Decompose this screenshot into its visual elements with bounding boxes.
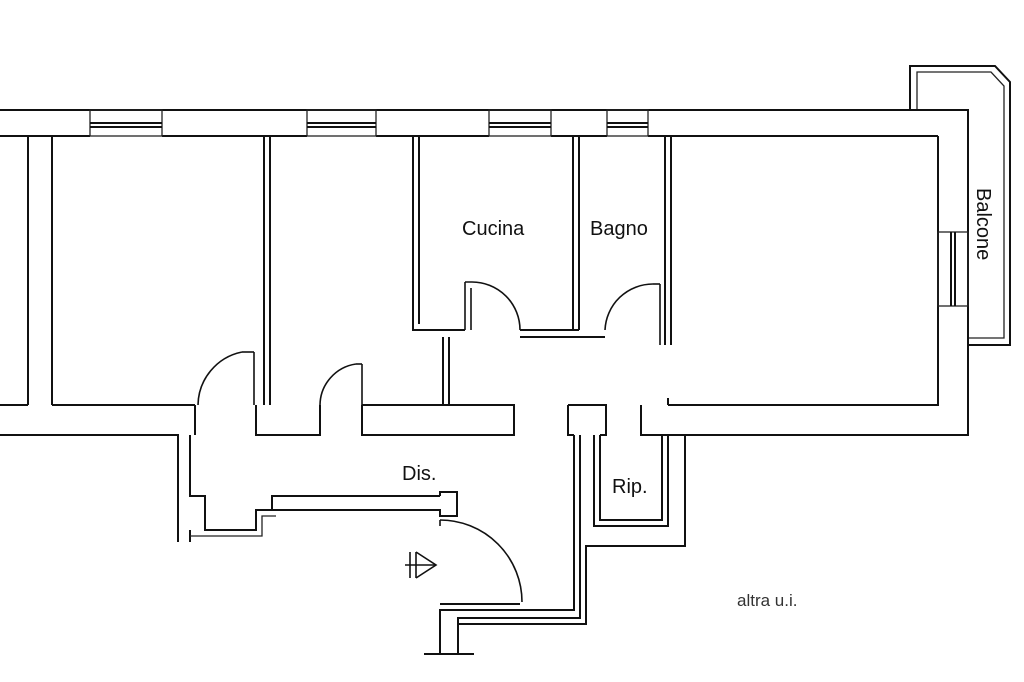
label-balcone: Balcone	[972, 188, 994, 260]
corridor-walls	[189, 405, 686, 655]
label-dis: Dis.	[402, 463, 436, 485]
balcony	[909, 65, 1011, 346]
entrance-arrow-icon	[405, 551, 438, 579]
label-altra-ui: altra u.i.	[737, 591, 797, 610]
label-cucina: Cucina	[462, 218, 525, 240]
label-bagno: Bagno	[590, 218, 648, 240]
doors	[197, 281, 661, 603]
windows	[89, 109, 969, 307]
label-rip: Rip.	[612, 476, 648, 498]
interior-walls	[255, 136, 828, 436]
outer-walls	[0, 109, 969, 542]
